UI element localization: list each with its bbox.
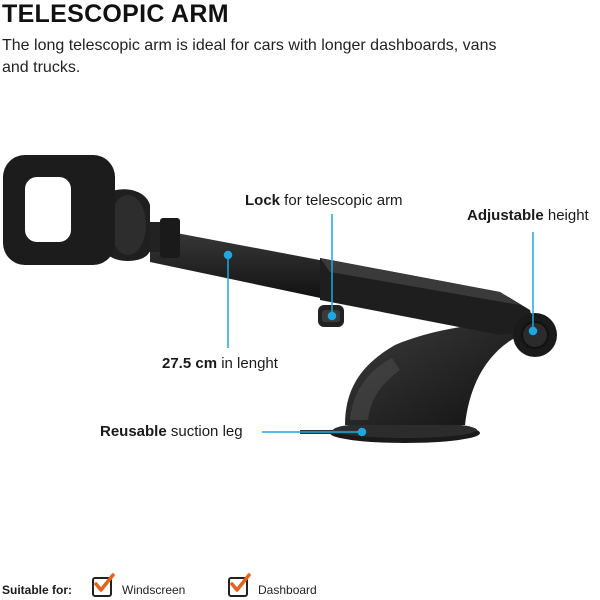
suitable-for-label: Suitable for: [2, 583, 73, 597]
callout-lock: Lock for telescopic arm [245, 192, 403, 209]
callout-lock-bold: Lock [245, 192, 281, 209]
callout-suction: Reusable suction leg [100, 423, 243, 440]
checkbox-checked-icon [228, 573, 251, 597]
callout-height-rest: height [543, 207, 589, 224]
callout-suction-rest: suction leg [166, 423, 243, 440]
callout-suction-bold: Reusable [100, 423, 167, 440]
callout-length-rest: in lenght [217, 355, 278, 372]
page-subtitle: The long telescopic arm is ideal for car… [2, 37, 497, 76]
option-dashboard: Dashboard [228, 573, 317, 597]
callout-length: 27.5 cm in lenght [162, 355, 278, 372]
callout-length-bold: 27.5 cm [162, 355, 218, 372]
checkbox-checked-icon [92, 573, 115, 597]
page-title: TELESCOPIC ARM [2, 0, 229, 28]
option-windscreen: Windscreen [92, 573, 186, 597]
callout-adjustable-height: Adjustable height [467, 207, 589, 224]
callout-height-bold: Adjustable [467, 207, 544, 224]
suitable-for-footer: Suitable for: Windscreen Dashboard [0, 573, 600, 597]
option-windscreen-label: Windscreen [122, 583, 186, 597]
callout-lock-rest: for telescopic arm [280, 192, 403, 209]
option-dashboard-label: Dashboard [258, 583, 317, 597]
